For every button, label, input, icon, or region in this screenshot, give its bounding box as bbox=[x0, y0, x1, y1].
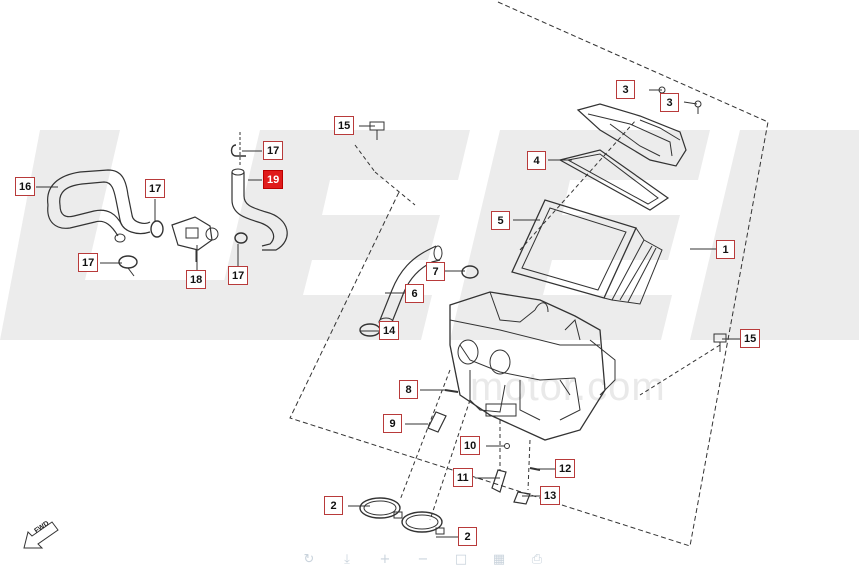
assembly-outline bbox=[289, 1, 769, 547]
callout-part-17-c[interactable]: 17 bbox=[78, 253, 99, 272]
callout-part-9[interactable]: 9 bbox=[383, 414, 402, 433]
callout-part-15-right[interactable]: 15 bbox=[740, 329, 761, 348]
print-icon[interactable]: ⎙ bbox=[531, 552, 543, 567]
callout-part-10[interactable]: 10 bbox=[460, 436, 481, 455]
callout-part-19-highlighted[interactable]: 19 bbox=[263, 170, 284, 189]
callout-part-15-top[interactable]: 15 bbox=[334, 116, 355, 135]
callout-part-8[interactable]: 8 bbox=[399, 380, 418, 399]
fit-page-icon[interactable]: □ bbox=[454, 552, 468, 567]
callout-part-16[interactable]: 16 bbox=[15, 177, 36, 196]
zoom-in-icon[interactable]: + bbox=[379, 552, 391, 567]
callout-part-3-right[interactable]: 3 bbox=[660, 93, 679, 112]
callout-part-2-right[interactable]: 2 bbox=[458, 527, 477, 546]
download-icon[interactable]: ⤓ bbox=[344, 552, 350, 567]
callout-part-1[interactable]: 1 bbox=[716, 240, 735, 259]
callout-part-7[interactable]: 7 bbox=[426, 262, 445, 281]
rotate-icon[interactable]: ↻ bbox=[303, 552, 315, 567]
callout-part-2-left[interactable]: 2 bbox=[324, 496, 343, 515]
viewer-toolbar: ↻ ⤓ + − □ ▦ ⎙ bbox=[300, 552, 546, 568]
callout-part-4[interactable]: 4 bbox=[527, 151, 546, 170]
zoom-out-icon[interactable]: − bbox=[417, 552, 429, 567]
callout-part-12[interactable]: 12 bbox=[555, 459, 576, 478]
fwd-arrow-icon bbox=[23, 521, 59, 549]
callout-part-13[interactable]: 13 bbox=[540, 486, 561, 505]
callout-part-17-a[interactable]: 17 bbox=[145, 179, 166, 198]
callout-part-6[interactable]: 6 bbox=[405, 284, 424, 303]
callout-part-18[interactable]: 18 bbox=[186, 270, 207, 289]
callout-part-5[interactable]: 5 bbox=[491, 211, 510, 230]
leeb-watermark bbox=[0, 130, 859, 340]
callout-part-17-d[interactable]: 17 bbox=[228, 266, 249, 285]
callout-part-3-left[interactable]: 3 bbox=[616, 80, 635, 99]
callout-part-14[interactable]: 14 bbox=[379, 321, 400, 340]
qr-code-icon[interactable]: ▦ bbox=[492, 552, 506, 567]
callout-part-17-b[interactable]: 17 bbox=[263, 141, 284, 160]
callout-part-11[interactable]: 11 bbox=[453, 468, 473, 487]
